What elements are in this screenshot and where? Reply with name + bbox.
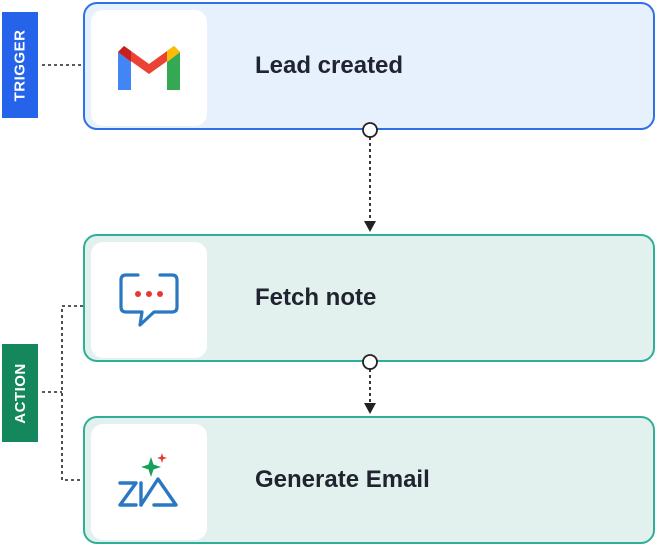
chat-note-icon	[119, 273, 179, 327]
step-label: Fetch note	[255, 284, 377, 311]
flow-arrowhead-1	[364, 221, 376, 232]
gmail-icon-box	[91, 10, 207, 126]
step-card-lead-created[interactable]: Lead created	[83, 2, 655, 130]
action-tag: ACTION	[2, 344, 38, 442]
step-label: Generate Email	[255, 466, 430, 493]
action-tag-label: ACTION	[11, 362, 29, 424]
zia-ai-icon	[118, 453, 178, 507]
step-card-generate-email[interactable]: Generate Email	[83, 416, 655, 544]
chat-note-icon-box	[91, 242, 207, 358]
zia-ai-icon-box	[91, 424, 207, 540]
step-card-fetch-note[interactable]: Fetch note	[83, 234, 655, 362]
flow-arrowhead-2	[364, 403, 376, 414]
step-label: Lead created	[255, 52, 404, 79]
gmail-icon	[118, 46, 180, 90]
trigger-tag-label: TRIGGER	[11, 29, 29, 101]
trigger-tag: TRIGGER	[2, 12, 38, 118]
action-bracket-line	[61, 305, 83, 481]
